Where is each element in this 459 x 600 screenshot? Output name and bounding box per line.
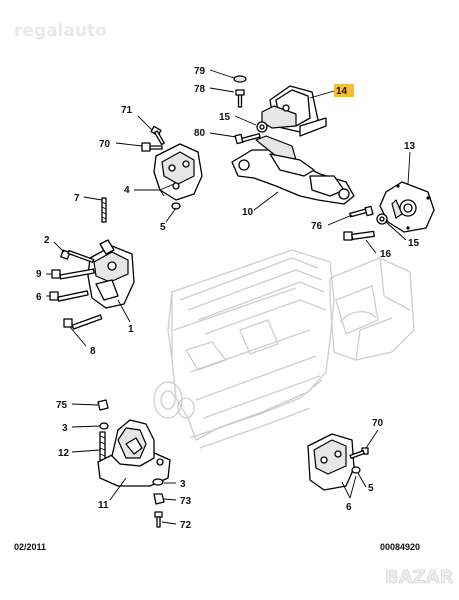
part-6-bolt-left bbox=[49, 290, 89, 302]
label-75: 75 bbox=[56, 400, 68, 411]
label-70-right: 70 bbox=[372, 418, 384, 429]
label-7: 7 bbox=[74, 193, 80, 204]
label-73: 73 bbox=[180, 496, 192, 507]
part-12-stud bbox=[99, 431, 106, 461]
label-9: 9 bbox=[36, 269, 42, 280]
part-11-mount bbox=[97, 419, 171, 487]
label-71: 71 bbox=[121, 105, 133, 116]
engine-block-outline bbox=[153, 249, 415, 449]
label-79: 79 bbox=[194, 66, 206, 77]
label-5-top: 5 bbox=[160, 222, 166, 233]
label-1: 1 bbox=[128, 324, 134, 335]
label-6-left: 6 bbox=[36, 292, 42, 303]
label-2: 2 bbox=[44, 235, 50, 246]
part-5-washer-right bbox=[351, 466, 361, 474]
watermark-bazar: BAZAR bbox=[385, 567, 454, 588]
part-73-nut bbox=[153, 493, 165, 505]
leader-lines bbox=[46, 69, 411, 525]
label-6-right: 6 bbox=[346, 502, 352, 513]
watermark-top: regalauto bbox=[14, 21, 107, 41]
callout-labels: 79 78 14 71 15 80 70 13 4 5 7 10 76 15 1… bbox=[36, 66, 420, 531]
part-71-bolt bbox=[150, 125, 165, 146]
label-16: 16 bbox=[380, 249, 392, 260]
part-4-bracket bbox=[153, 143, 203, 201]
part-7-stud bbox=[101, 197, 107, 223]
label-15-right: 15 bbox=[408, 238, 420, 249]
label-5-right: 5 bbox=[368, 483, 374, 494]
part-5-bolt-top bbox=[171, 202, 181, 210]
part-78-bolt bbox=[233, 75, 247, 108]
label-3-bottom: 3 bbox=[180, 479, 186, 490]
label-12: 12 bbox=[58, 448, 70, 459]
part-1-mount bbox=[87, 239, 135, 309]
label-72: 72 bbox=[180, 520, 192, 531]
part-15-washer-right bbox=[376, 213, 388, 225]
part-6-bracket-right bbox=[307, 433, 355, 491]
part-80-bolt bbox=[234, 133, 261, 145]
part-76-bolt bbox=[349, 205, 374, 218]
label-8: 8 bbox=[90, 346, 96, 357]
label-15-top: 15 bbox=[219, 112, 231, 123]
part-2-bolt bbox=[60, 249, 95, 263]
part-72-bolt bbox=[154, 511, 163, 528]
label-14: 14 bbox=[336, 86, 348, 97]
label-11: 11 bbox=[98, 500, 109, 511]
label-70-top: 70 bbox=[99, 139, 111, 150]
part-13-flange bbox=[379, 181, 435, 233]
footer-date: 02/2011 bbox=[14, 542, 46, 552]
part-70-bolt-right bbox=[349, 447, 369, 459]
part-14-mount bbox=[261, 85, 327, 137]
label-10: 10 bbox=[242, 207, 254, 218]
label-4: 4 bbox=[124, 185, 130, 196]
label-3-left: 3 bbox=[62, 423, 68, 434]
part-8-bolt bbox=[63, 314, 103, 330]
part-16-bolt bbox=[343, 230, 375, 241]
label-76: 76 bbox=[311, 221, 323, 232]
label-13: 13 bbox=[404, 141, 416, 152]
label-78: 78 bbox=[194, 84, 206, 95]
footer-ref: 00084920 bbox=[380, 542, 420, 552]
highlight-box bbox=[334, 84, 354, 97]
label-80: 80 bbox=[194, 128, 206, 139]
part-70-bolt-top bbox=[141, 142, 163, 152]
part-10-arm bbox=[231, 135, 355, 205]
part-15-washer-top bbox=[256, 121, 268, 133]
part-3-washer-bottom bbox=[152, 478, 164, 486]
part-75-nut bbox=[97, 399, 109, 411]
part-3-washer-left bbox=[99, 422, 109, 430]
